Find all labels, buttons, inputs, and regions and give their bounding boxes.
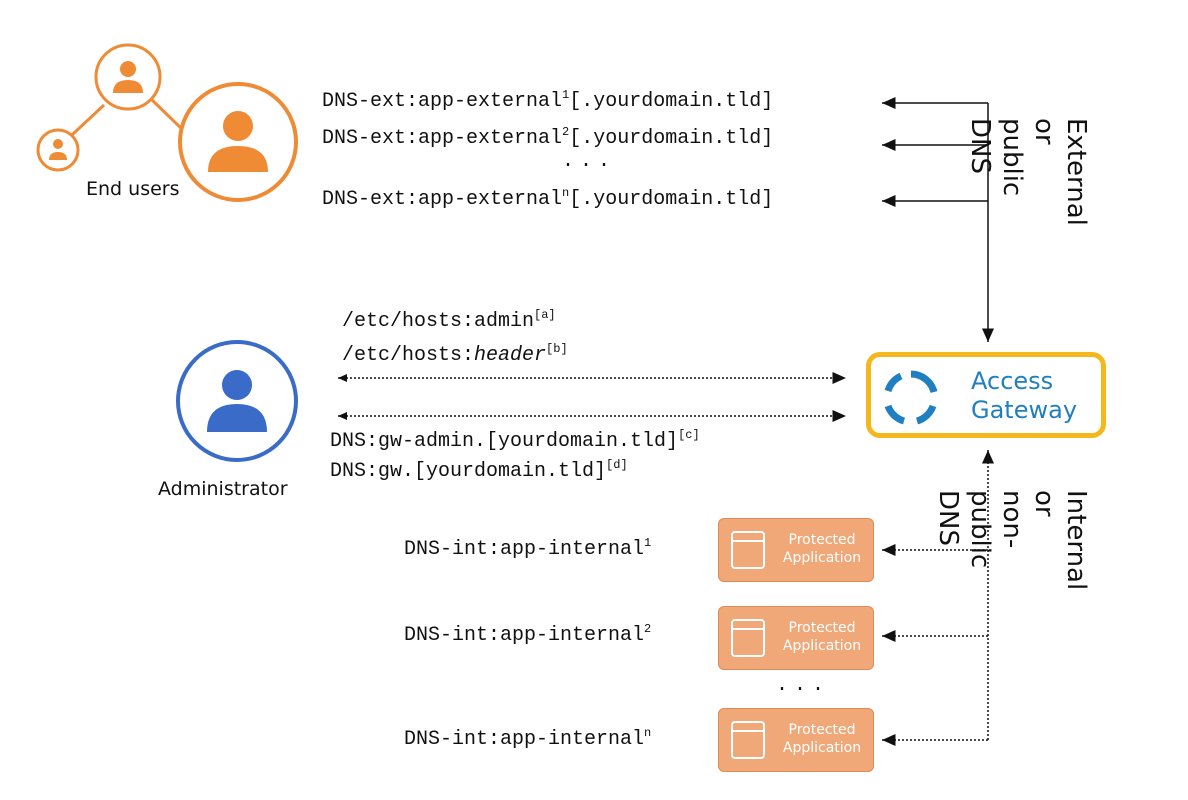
end-users-label: End users — [86, 178, 180, 200]
administrator-icon — [176, 340, 298, 462]
app-factory-icon — [731, 721, 765, 759]
gateway-label: Access Gateway — [971, 367, 1078, 424]
end-user-medium-icon — [94, 43, 162, 111]
hosts-header-entry: /etc/hosts:header[b] — [342, 342, 568, 367]
gateway-ring-icon — [884, 370, 938, 425]
dns-gw-entry: DNS:gw.[yourdomain.tld][d] — [330, 458, 628, 483]
administrator-label: Administrator — [158, 478, 288, 500]
internal-dns-label: Internal or non-public DNS — [933, 490, 1091, 591]
access-gateway: Access Gateway — [866, 352, 1106, 438]
external-dns-entry: DNS-ext:app-external2[.yourdomain.tld] — [322, 125, 774, 150]
dns-gw-admin-entry: DNS:gw-admin.[yourdomain.tld][c] — [330, 428, 700, 453]
external-ellipsis: ... — [562, 150, 617, 173]
end-user-small-icon — [36, 128, 80, 172]
end-user-large-icon — [178, 82, 298, 202]
external-dns-label: External or public DNS — [965, 118, 1091, 226]
external-dns-entry: DNS-ext:app-externaln[.yourdomain.tld] — [322, 186, 774, 211]
internal-dns-entry: DNS-int:app-internal2 — [404, 622, 652, 647]
app-users-icon — [731, 531, 765, 569]
internal-dns-entry: DNS-int:app-internaln — [404, 726, 652, 751]
app-chart-icon — [731, 619, 765, 657]
external-dns-entry: DNS-ext:app-external1[.yourdomain.tld] — [322, 88, 774, 113]
internal-dns-entry: DNS-int:app-internal1 — [404, 536, 652, 561]
internal-ellipsis: ... — [776, 674, 831, 697]
hosts-admin-entry: /etc/hosts:admin[a] — [342, 308, 556, 333]
